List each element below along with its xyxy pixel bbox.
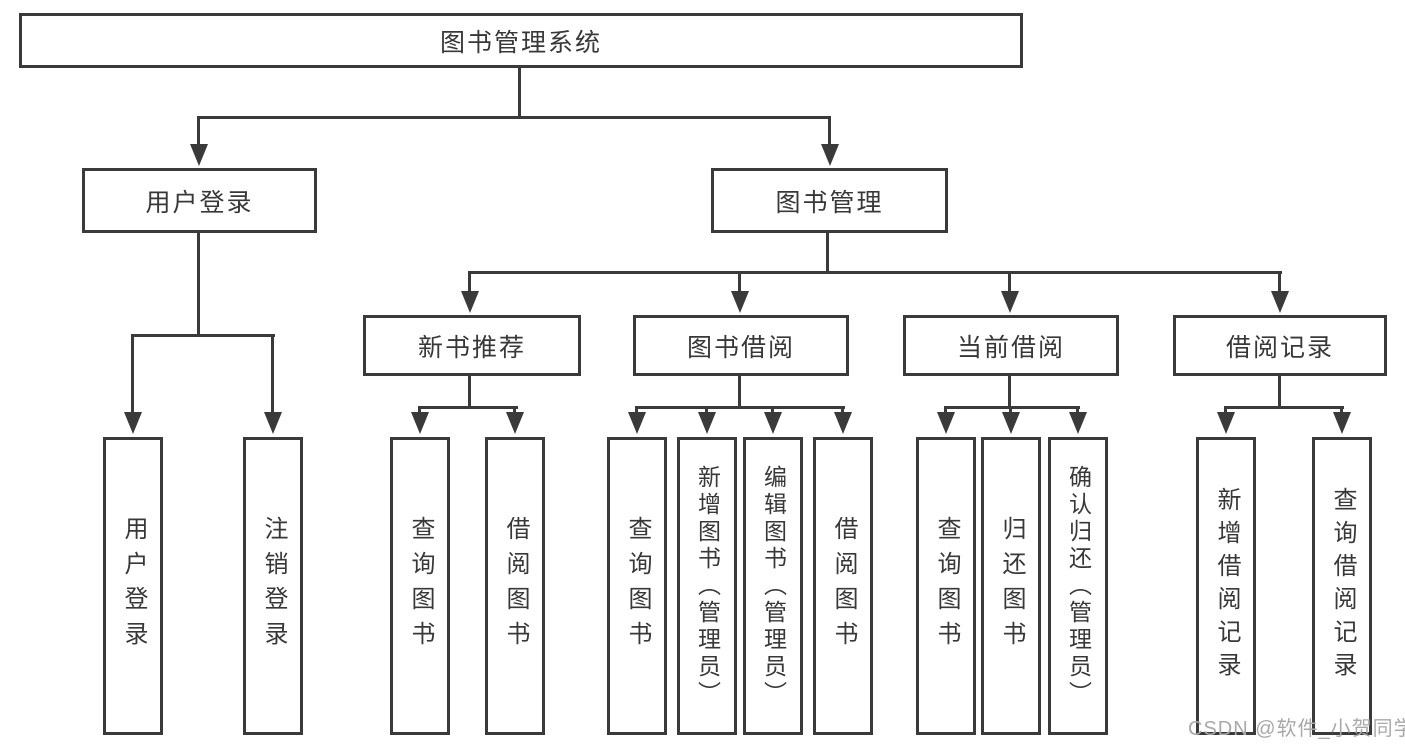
- connector-line: [1008, 376, 1011, 408]
- arrow-down-icon: [764, 412, 782, 434]
- connector-line: [131, 334, 134, 414]
- arrow-down-icon: [411, 412, 429, 434]
- arrow-down-icon: [264, 412, 282, 434]
- connector-line: [1278, 271, 1281, 295]
- connector-line: [197, 116, 831, 119]
- node-label: 编辑图书（管理员）: [760, 464, 787, 708]
- connector-line: [826, 233, 829, 274]
- arrow-down-icon: [1001, 291, 1019, 313]
- node-book-borrowing: 图书借阅: [633, 315, 849, 376]
- node-label: 查询借阅记录: [1329, 487, 1356, 685]
- connector-line: [944, 406, 947, 416]
- connector-line: [1278, 376, 1281, 408]
- leaf-query-books-3: 查询图书: [916, 437, 976, 735]
- connector-line: [1009, 406, 1012, 416]
- node-label: 查询图书: [933, 516, 960, 656]
- node-borrowing-records: 借阅记录: [1173, 315, 1387, 376]
- arrow-down-icon: [1271, 291, 1289, 313]
- connector-line: [635, 406, 638, 416]
- node-label: 当前借阅: [956, 333, 1065, 362]
- arrow-down-icon: [628, 412, 646, 434]
- csdn-watermark: CSDN @软件_小贺同学: [1188, 718, 1405, 740]
- leaf-borrow-books-2: 借阅图书: [813, 437, 873, 735]
- connector-line: [635, 406, 845, 409]
- node-current-borrowing: 当前借阅: [903, 315, 1119, 376]
- connector-line: [828, 116, 831, 150]
- node-label: 归还图书: [998, 516, 1025, 656]
- connector-line: [738, 271, 741, 295]
- node-label: 用户登录: [120, 516, 147, 656]
- node-user-login: 用户登录: [82, 168, 317, 233]
- node-label: 图书管理: [775, 188, 884, 217]
- connector-line: [468, 271, 471, 295]
- connector-line: [1340, 406, 1343, 416]
- connector-line: [841, 406, 844, 416]
- node-label: 图书借阅: [686, 333, 795, 362]
- node-new-book-recommendation: 新书推荐: [363, 315, 581, 376]
- connector-line: [705, 406, 708, 416]
- node-label: 图书管理系统: [439, 28, 602, 57]
- arrow-down-icon: [698, 412, 716, 434]
- connector-line: [131, 334, 275, 337]
- leaf-add-books-admin: 新增图书（管理员）: [677, 437, 737, 735]
- arrow-down-icon: [1217, 412, 1235, 434]
- connector-line: [271, 334, 274, 414]
- leaf-logout: 注销登录: [243, 437, 303, 735]
- leaf-return-books: 归还图书: [981, 437, 1041, 735]
- connector-line: [738, 376, 741, 408]
- node-label: 借阅图书: [830, 516, 857, 656]
- leaf-query-borrow-record: 查询借阅记录: [1312, 437, 1372, 735]
- connector-line: [1224, 406, 1227, 416]
- arrow-down-icon: [937, 412, 955, 434]
- node-label: 用户登录: [145, 188, 254, 217]
- node-label: 注销登录: [260, 516, 287, 656]
- arrow-down-icon: [506, 412, 524, 434]
- arrow-down-icon: [834, 412, 852, 434]
- connector-line: [197, 233, 200, 336]
- connector-line: [518, 68, 521, 118]
- arrow-down-icon: [821, 144, 839, 166]
- connector-line: [513, 406, 516, 416]
- leaf-user-login: 用户登录: [103, 437, 163, 735]
- node-book-management: 图书管理: [711, 168, 948, 233]
- leaf-borrow-books-1: 借阅图书: [485, 437, 545, 735]
- connector-line: [418, 406, 421, 416]
- arrow-down-icon: [731, 291, 749, 313]
- leaf-confirm-return-admin: 确认归还（管理员）: [1048, 437, 1108, 735]
- connector-line: [468, 376, 471, 408]
- leaf-edit-books-admin: 编辑图书（管理员）: [743, 437, 803, 735]
- connector-line: [468, 271, 1282, 274]
- node-label: 新增借阅记录: [1213, 487, 1240, 685]
- connector-line: [418, 406, 518, 409]
- leaf-query-books-1: 查询图书: [390, 437, 450, 735]
- leaf-add-borrow-record: 新增借阅记录: [1196, 437, 1256, 735]
- connector-line: [771, 406, 774, 416]
- connector-line: [1076, 406, 1079, 416]
- arrow-down-icon: [1069, 412, 1087, 434]
- node-label: 确认归还（管理员）: [1065, 464, 1092, 708]
- arrow-down-icon: [190, 144, 208, 166]
- arrow-down-icon: [1333, 412, 1351, 434]
- node-label: 新增图书（管理员）: [694, 464, 721, 708]
- leaf-query-books-2: 查询图书: [607, 437, 667, 735]
- connector-line: [944, 406, 1080, 409]
- node-library-management-system: 图书管理系统: [19, 13, 1023, 68]
- arrow-down-icon: [124, 412, 142, 434]
- node-label: 借阅图书: [502, 516, 529, 656]
- connector-line: [1008, 271, 1011, 295]
- node-label: 新书推荐: [417, 333, 526, 362]
- node-label: 查询图书: [407, 516, 434, 656]
- arrow-down-icon: [1002, 412, 1020, 434]
- node-label: 查询图书: [624, 516, 651, 656]
- connector-line: [197, 116, 200, 150]
- arrow-down-icon: [461, 291, 479, 313]
- connector-line: [1224, 406, 1344, 409]
- node-label: 借阅记录: [1225, 333, 1334, 362]
